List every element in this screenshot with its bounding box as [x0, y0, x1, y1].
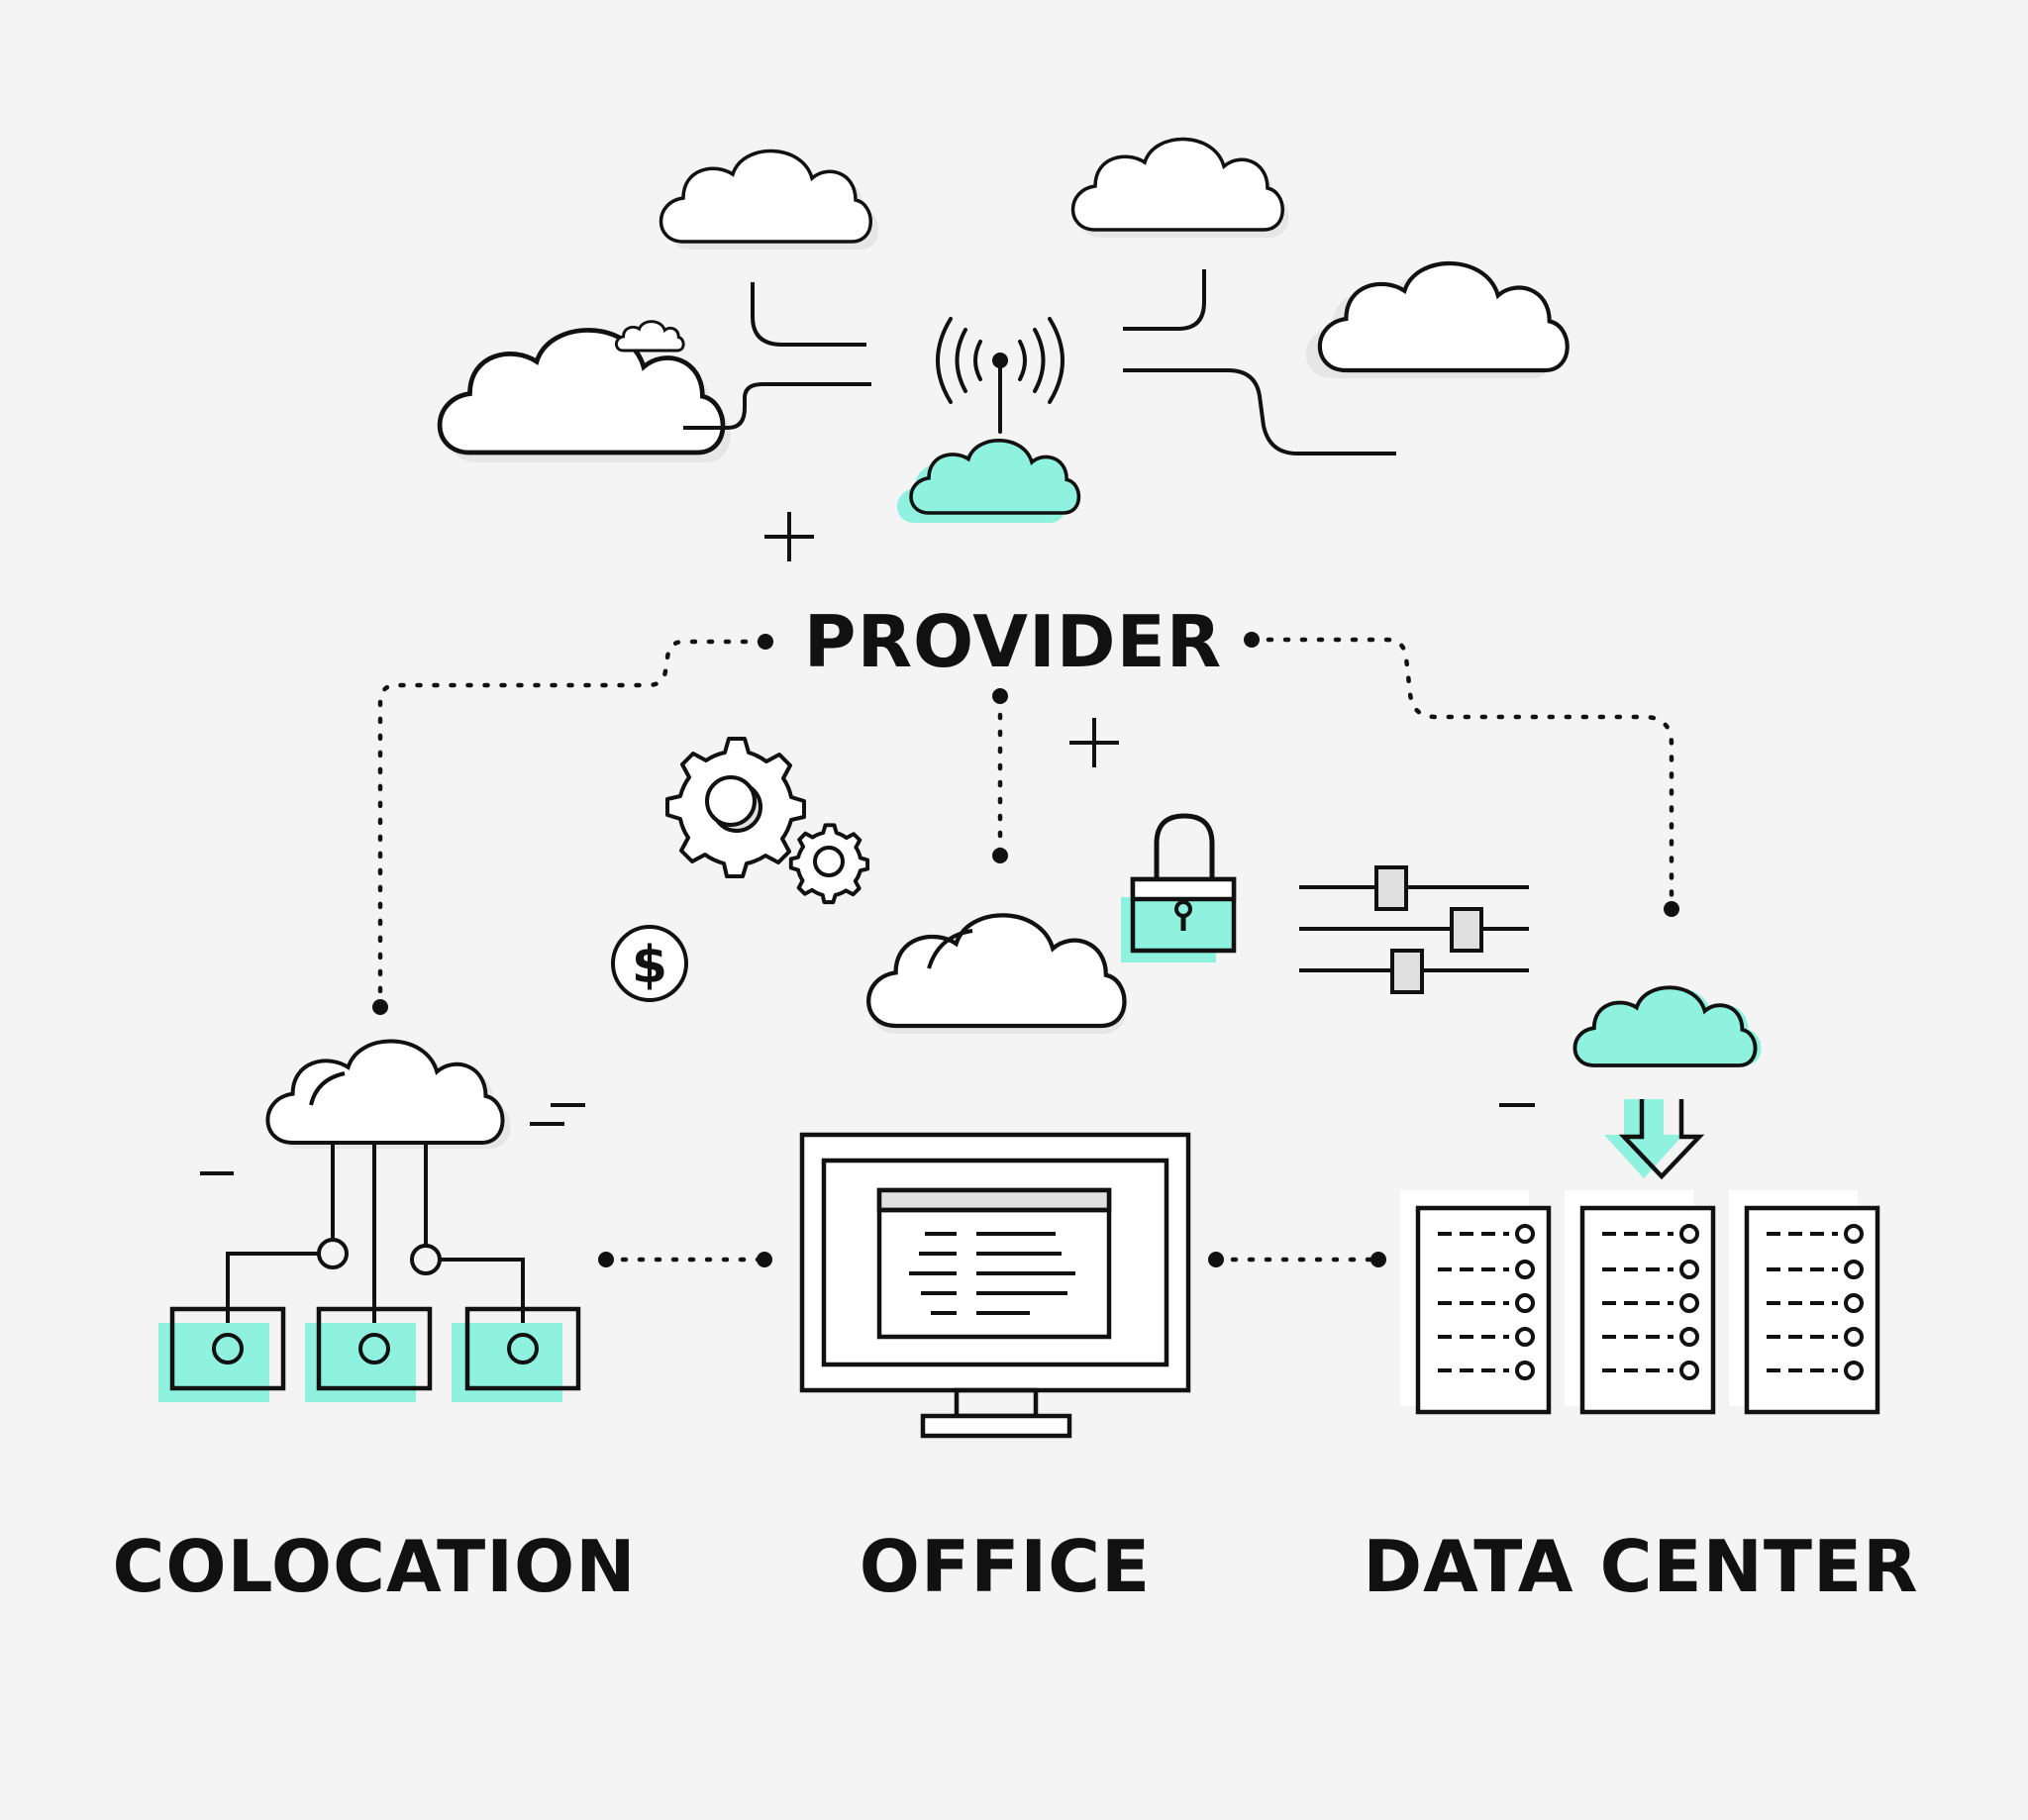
- connector-dots: [372, 632, 1679, 1267]
- gear-icon: [665, 737, 806, 878]
- colocation-cloud-icon: [265, 1039, 511, 1149]
- dollar-coin-icon: $: [611, 925, 688, 1002]
- server-rack-icon-2: [1565, 1190, 1716, 1415]
- download-arrow-icon: [1604, 1099, 1705, 1180]
- antenna-icon: [936, 317, 1065, 434]
- server-rack-icon-1: [1400, 1190, 1552, 1415]
- cloud-upper-left-icon: [659, 149, 879, 250]
- office-monitor-icon: [799, 1132, 1191, 1439]
- dollar-symbol: $: [632, 936, 667, 995]
- plus-icon-2: [1069, 718, 1119, 767]
- cloud-upper-right-icon: [1070, 137, 1289, 238]
- cloud-right-icon: [1305, 263, 1568, 378]
- colocation-network-lines: [226, 1145, 525, 1341]
- gear-icon-small: [788, 823, 870, 905]
- sliders-icon: [1299, 865, 1529, 994]
- dotted-connectors: [377, 637, 1674, 1263]
- cloud-small-icon: [614, 320, 685, 353]
- office-cloud-icon: [868, 915, 1126, 1034]
- padlock-icon: [1121, 813, 1237, 962]
- colocation-server-box-3: [452, 1306, 581, 1402]
- data-center-cloud-icon: [1572, 985, 1762, 1067]
- office-label: OFFICE: [859, 1525, 1152, 1608]
- colocation-server-box-2: [305, 1306, 433, 1402]
- colocation-label: COLOCATION: [112, 1525, 637, 1608]
- plus-icon: [764, 512, 814, 561]
- minus-icons: [200, 1103, 1535, 1175]
- provider-cloud-icon: [897, 438, 1081, 523]
- office-screen-text-lines: [909, 1232, 1075, 1315]
- data-center-label: DATA CENTER: [1363, 1525, 1919, 1608]
- top-cloud-connectors: [683, 269, 1396, 455]
- colocation-server-box-1: [158, 1306, 286, 1402]
- provider-label: PROVIDER: [803, 600, 1223, 683]
- cloud-top-left-icon: [440, 330, 731, 462]
- server-rack-icon-3: [1729, 1190, 1880, 1415]
- colocation-network-nodes: [317, 1238, 442, 1275]
